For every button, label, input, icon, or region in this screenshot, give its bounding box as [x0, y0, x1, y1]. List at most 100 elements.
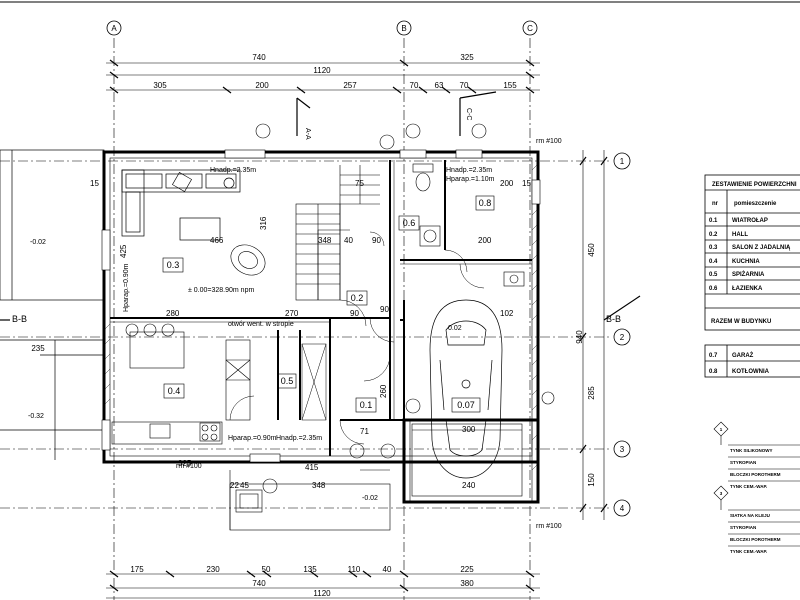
- cooktop-icon: [199, 422, 221, 442]
- level-annotation: ± 0.00=328.90m npm: [188, 287, 254, 294]
- area-row-name: WIATROŁAP: [732, 218, 768, 224]
- area-row-id: 0.2: [709, 232, 718, 238]
- svg-text:200: 200: [478, 236, 492, 245]
- dim-bottom-225: 225: [460, 565, 474, 574]
- windows: [101, 149, 541, 463]
- area-row-name: KUCHNIA: [732, 259, 760, 265]
- svg-text:300: 300: [462, 425, 476, 434]
- kitchen-counter: [111, 339, 251, 445]
- wall-legend-3-layer: SIATKA NA KLEJU: [730, 513, 770, 518]
- dim-bottom-50: 50: [262, 565, 271, 574]
- wall-legend-3-layer: TYNK CEM.-WAP.: [730, 549, 767, 554]
- section-label-aa: A-A: [304, 128, 311, 140]
- wall-legend-3: [713, 485, 800, 547]
- rm-label-1: rm #100: [536, 138, 562, 145]
- dimension-chain-right: [579, 150, 608, 520]
- rm-label-3: rm #100: [536, 523, 562, 530]
- dim-top-1120: 1120: [313, 66, 331, 75]
- room-label-salon: 0.3: [167, 260, 180, 270]
- garage-door: [411, 423, 523, 497]
- area-row-id: 0.1: [709, 218, 718, 224]
- area-row-id: 0.8: [709, 369, 718, 375]
- svg-text:15: 15: [522, 179, 531, 188]
- coffee-table-icon: [179, 217, 221, 241]
- area-row-name: HALL: [732, 232, 748, 238]
- area-table-total: RAZEM W BUDYNKU: [711, 319, 771, 325]
- washbasin-icon: [419, 225, 441, 247]
- svg-text:15: 15: [90, 179, 99, 188]
- svg-text:22: 22: [230, 481, 239, 490]
- level-mark-porch: -0.32: [28, 413, 44, 420]
- room-label-pantry: 0.5: [281, 376, 294, 386]
- area-row-name: GARAŻ: [732, 352, 754, 359]
- axis-bubble-1: 1: [613, 152, 631, 170]
- dim-left-235: 235: [31, 344, 45, 353]
- interior-walls: [110, 160, 532, 456]
- svg-text:71: 71: [360, 427, 369, 436]
- level-mark-garage: 0.02: [448, 325, 462, 332]
- dim-top-325: 325: [460, 53, 474, 62]
- axis-grid: [0, 38, 612, 600]
- svg-text:240: 240: [462, 481, 476, 490]
- axis-bubble-2: 2: [613, 328, 631, 346]
- dim-bottom-40: 40: [383, 565, 392, 574]
- wall-legend-1-layer: TYNK CEM.-WAP.: [730, 484, 767, 489]
- dim-bottom-380: 380: [460, 579, 474, 588]
- axis-bubble-b: B: [396, 20, 412, 36]
- terrace-left: [0, 149, 105, 460]
- door-swings: [229, 231, 485, 445]
- area-row-name: KOTŁOWNIA: [732, 369, 770, 375]
- section-mark-bb: [0, 295, 641, 321]
- window-height-1: Hnadp.=2.35m: [210, 167, 256, 174]
- dim-top-70b: 70: [460, 81, 469, 90]
- axis-bubble-3: 3: [613, 440, 631, 458]
- svg-text:270: 270: [285, 309, 299, 318]
- svg-text:348: 348: [318, 236, 332, 245]
- dim-bottom-135: 135: [303, 565, 317, 574]
- wall-legend-3-layer: BLOCZKI POROTHERM: [730, 537, 781, 542]
- svg-text:2: 2: [620, 333, 625, 342]
- svg-text:316: 316: [259, 216, 268, 230]
- staircase: [295, 165, 380, 301]
- dim-top-155: 155: [503, 81, 517, 90]
- wall-legend-1: [713, 421, 800, 482]
- svg-text:3: 3: [620, 445, 625, 454]
- dim-top-70: 70: [410, 81, 419, 90]
- svg-text:90: 90: [372, 236, 381, 245]
- wall-legend-1-mark: 1: [720, 427, 723, 432]
- dim-top-740: 740: [252, 53, 266, 62]
- area-row-id: 0.6: [709, 286, 718, 292]
- dim-bottom-110: 110: [348, 565, 361, 574]
- room-label-bathroom: 0.6: [403, 218, 416, 228]
- car-icon: [429, 299, 503, 479]
- dimension-chain-top: [106, 59, 540, 94]
- window-height-kitchen: Hnadp.=2.35m: [276, 435, 322, 442]
- area-row-id: 0.4: [709, 259, 718, 265]
- wall-legend-1-layer: STYROPIAN: [730, 460, 756, 465]
- dim-top-200: 200: [255, 81, 269, 90]
- pantry-shelves: [301, 343, 327, 421]
- vent-annotation: otwór went. w stropie: [228, 321, 294, 328]
- outer-walls: [102, 150, 540, 504]
- svg-text:45: 45: [240, 481, 249, 490]
- rm-label-2: rm #100: [176, 463, 202, 470]
- boiler-icon: [503, 271, 525, 287]
- svg-text:200: 200: [500, 179, 514, 188]
- interior-dimension-text: 466 316 280 270 90 348 40 90 200 200 75 …: [90, 179, 531, 490]
- interior-walls-thin: [110, 160, 532, 420]
- dim-bottom-740: 740: [252, 579, 266, 588]
- svg-text:C: C: [527, 24, 533, 33]
- axis-bubble-c: C: [522, 20, 538, 36]
- sill-height-kitchen: Hparap.=0.90m: [228, 435, 277, 442]
- svg-text:466: 466: [210, 236, 224, 245]
- entrance-steps: [229, 469, 391, 531]
- room-labels: [162, 195, 495, 413]
- dining-table-icon: [125, 323, 185, 369]
- svg-text:A: A: [111, 24, 117, 33]
- section-label-cc: C-C: [465, 108, 472, 120]
- dim-right-450: 450: [587, 243, 596, 257]
- svg-text:1: 1: [620, 157, 625, 166]
- area-row-name: SPIŻARNIA: [732, 271, 765, 278]
- section-label-bb-right: B-B: [606, 314, 621, 324]
- sink-icon: [149, 423, 171, 439]
